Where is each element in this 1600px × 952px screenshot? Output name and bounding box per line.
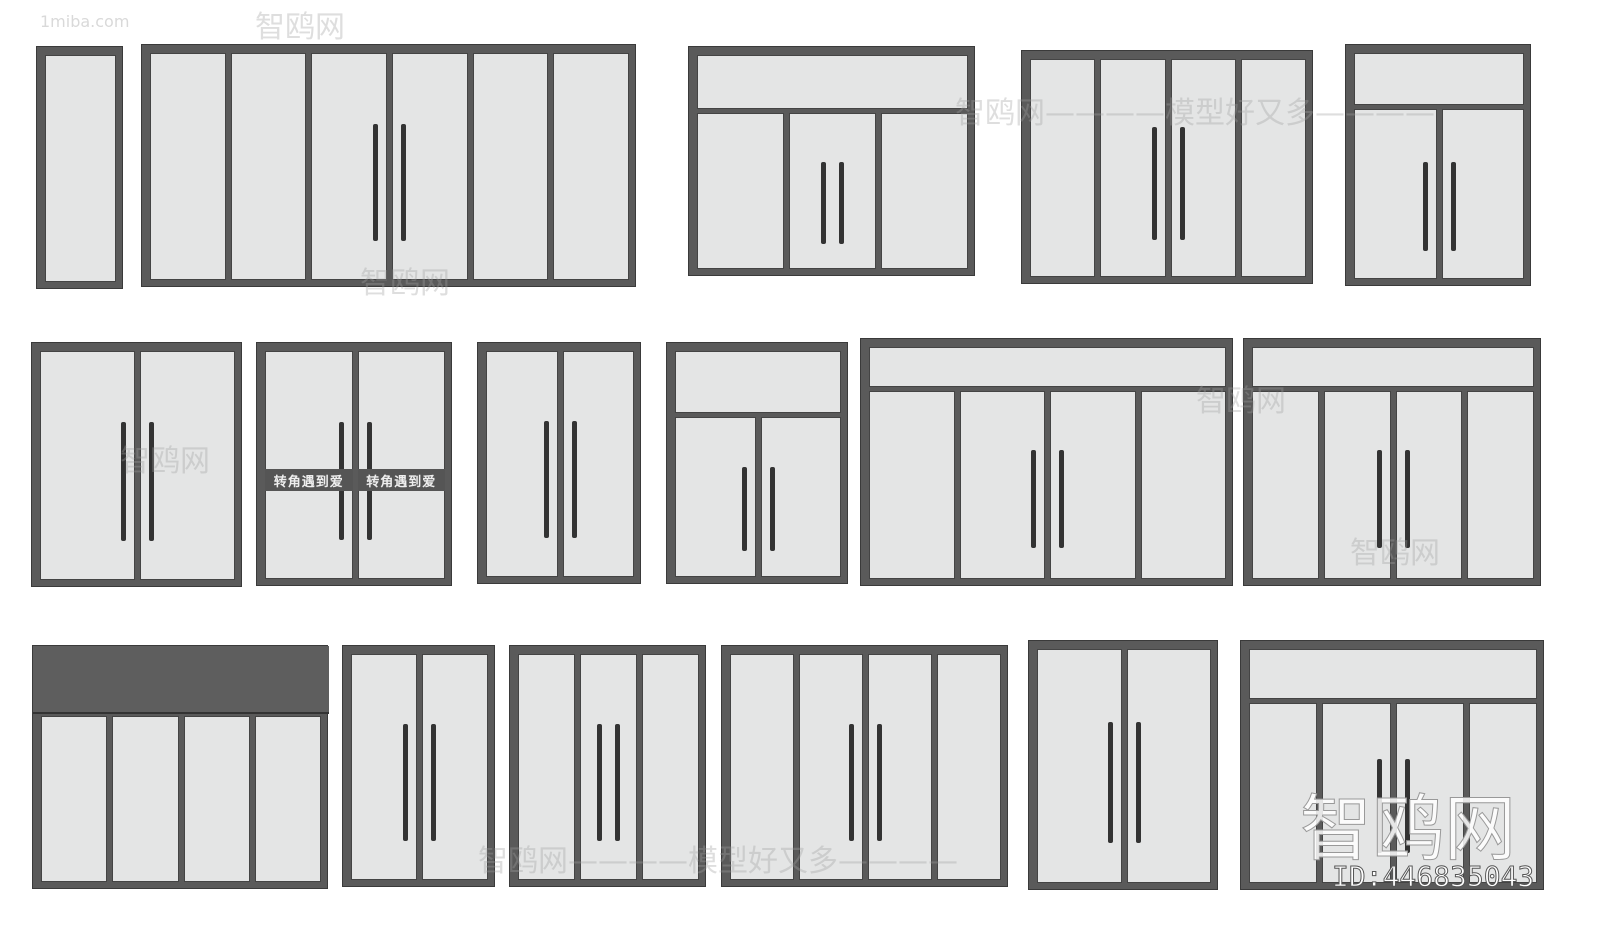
glass-pane <box>265 351 353 579</box>
glass-pane <box>112 716 179 882</box>
glass-pane <box>1140 391 1226 579</box>
door-handle <box>403 724 408 842</box>
glass-pane <box>1467 391 1534 579</box>
transom-pane <box>1249 649 1537 699</box>
door-model <box>477 342 641 584</box>
glass-pane <box>789 113 876 269</box>
door-model <box>31 342 242 587</box>
glass-pane <box>254 716 321 882</box>
transom-pane <box>1354 53 1524 105</box>
door-model <box>141 44 636 287</box>
glass-pane <box>697 113 784 269</box>
door-model <box>1243 338 1541 586</box>
door-model <box>666 342 848 584</box>
door-header <box>33 646 329 714</box>
door-handle <box>1107 721 1113 843</box>
glass-pane <box>41 716 108 882</box>
door-handle <box>401 123 406 241</box>
door-model <box>1240 640 1544 890</box>
glass-pane <box>357 351 445 579</box>
glass-pane <box>959 391 1045 579</box>
door-handle <box>741 467 747 552</box>
glass-pane <box>1030 59 1096 277</box>
door-handle <box>1404 449 1410 548</box>
door-handle <box>877 724 882 842</box>
door-handle <box>1376 759 1382 854</box>
door-model <box>36 46 123 289</box>
door-handle <box>543 421 549 539</box>
glass-pane <box>642 654 699 880</box>
door-model <box>688 46 975 276</box>
transom-pane <box>1252 347 1534 387</box>
glass-pane <box>230 53 307 280</box>
transom-pane <box>869 347 1226 387</box>
glass-pane <box>1050 391 1136 579</box>
model-id-label: ID:446835043 <box>1331 860 1535 894</box>
glass-pane <box>40 351 135 580</box>
door-model <box>1021 50 1313 284</box>
door-sign: 转角遇到爱 <box>265 469 353 491</box>
door-handle <box>614 724 620 842</box>
transom-pane <box>697 55 968 109</box>
glass-pane <box>1126 649 1211 883</box>
glass-pane <box>45 55 116 282</box>
door-handle <box>1450 162 1456 252</box>
door-handle <box>1135 721 1141 843</box>
door-model: 转角遇到爱转角遇到爱 <box>256 342 452 586</box>
door-handle <box>769 467 775 552</box>
door-handle <box>596 724 602 842</box>
door-handle <box>820 162 826 245</box>
door-model <box>342 645 495 887</box>
door-handle <box>1422 162 1428 252</box>
door-sign: 转角遇到爱 <box>357 469 445 491</box>
watermark-brand: 智鸥网 <box>255 10 345 45</box>
door-handle <box>1179 126 1185 240</box>
glass-pane <box>150 53 226 280</box>
door-handle <box>149 422 154 541</box>
glass-pane <box>869 391 955 579</box>
door-handle <box>373 123 378 241</box>
transom-pane <box>675 351 841 413</box>
glass-pane <box>730 654 794 880</box>
watermark-site: 1miba.com <box>40 12 130 31</box>
glass-pane <box>1249 703 1318 883</box>
glass-pane <box>881 113 968 269</box>
glass-pane <box>472 53 549 280</box>
glass-pane <box>1468 703 1537 883</box>
watermark-big-brand: 智鸥网 <box>1299 787 1517 872</box>
glass-pane <box>1240 59 1306 277</box>
door-handle <box>1031 449 1036 548</box>
door-handle <box>1404 759 1410 854</box>
glass-pane <box>183 716 250 882</box>
glass-pane <box>1037 649 1122 883</box>
door-model <box>1345 44 1531 286</box>
door-model <box>721 645 1008 887</box>
door-model <box>1028 640 1218 890</box>
glass-pane <box>518 654 575 880</box>
door-handle <box>431 724 436 842</box>
door-handle <box>1059 449 1064 548</box>
glass-pane <box>937 654 1001 880</box>
door-handle <box>1151 126 1157 240</box>
glass-pane <box>1252 391 1319 579</box>
door-model <box>509 645 706 887</box>
door-model <box>32 645 329 889</box>
door-handle <box>121 422 126 541</box>
door-handle <box>571 421 577 539</box>
glass-pane <box>553 53 629 280</box>
door-handle <box>849 724 854 842</box>
glass-pane <box>580 654 637 880</box>
glass-pane <box>140 351 235 580</box>
door-handle <box>1376 449 1382 548</box>
door-model <box>860 338 1233 586</box>
door-handle <box>838 162 844 245</box>
